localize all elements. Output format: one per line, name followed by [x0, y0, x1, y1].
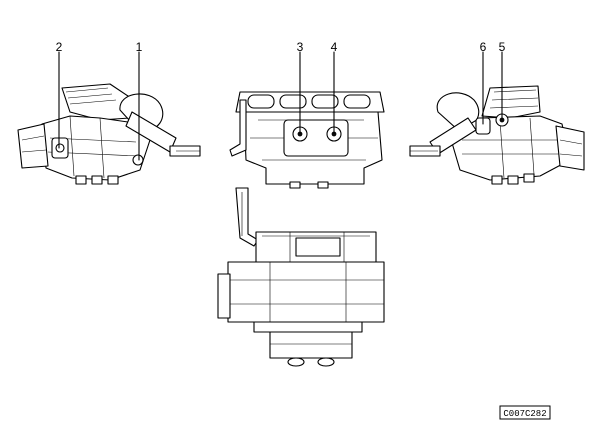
reference-code: C007C282	[503, 409, 546, 419]
callout-5: 5	[499, 40, 506, 54]
callout-2: 2	[56, 40, 63, 54]
callout-3: 3	[297, 40, 304, 54]
unit-front-view	[217, 187, 385, 367]
unit-top-view	[229, 51, 385, 189]
callout-4: 4	[331, 40, 338, 54]
unit-right-view	[409, 51, 585, 185]
unit-left-view	[17, 51, 201, 185]
reference-code-box: C007C282	[499, 405, 551, 420]
callout-6: 6	[480, 40, 487, 54]
callout-1: 1	[136, 40, 143, 54]
